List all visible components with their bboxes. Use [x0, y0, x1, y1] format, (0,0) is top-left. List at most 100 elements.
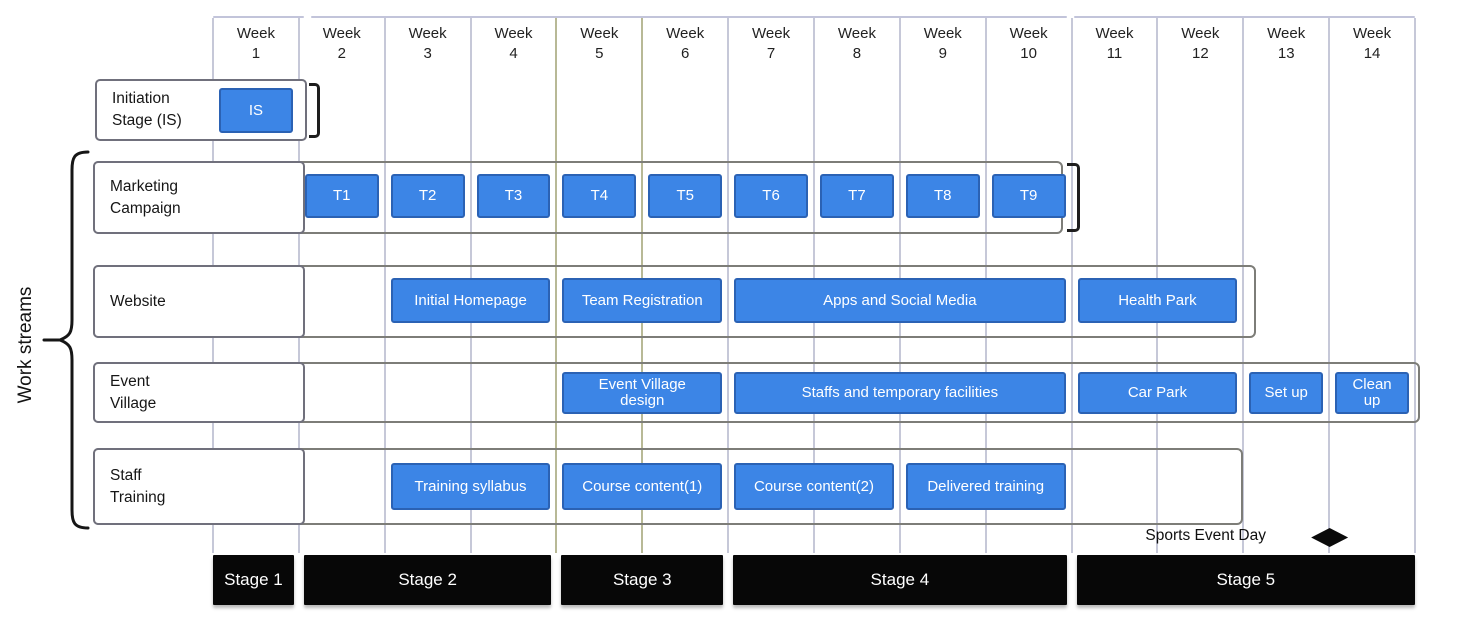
- gantt-bar-label: Course content(1): [582, 477, 703, 495]
- gantt-bar-label: Event Village design: [598, 376, 686, 409]
- week-word: Week: [1181, 25, 1220, 42]
- grid-line: [1328, 18, 1331, 553]
- week-number: 13: [1277, 44, 1295, 62]
- week-number: 7: [766, 44, 776, 62]
- grid-line: [1414, 18, 1416, 553]
- week-number: 8: [852, 44, 862, 62]
- week-number: 5: [595, 44, 604, 62]
- stage-segment: Stage 3: [561, 555, 724, 605]
- gantt-bar: T6: [734, 174, 808, 218]
- week-number: 4: [509, 44, 518, 62]
- week-word: Week: [494, 25, 533, 42]
- workstream-label: Initiation Stage (IS): [112, 90, 182, 129]
- week-header: Week 10: [986, 24, 1072, 63]
- header-top-border: [1074, 16, 1415, 18]
- grid-line: [383, 18, 386, 553]
- workstream-label: Staff Training: [110, 466, 166, 506]
- week-number: 12: [1192, 44, 1209, 62]
- week-header: Week 11: [1072, 24, 1158, 63]
- week-number: 10: [1020, 44, 1037, 62]
- gantt-bar: Delivered training: [905, 463, 1066, 510]
- grid-line: [1070, 18, 1073, 553]
- week-number: 9: [938, 44, 947, 62]
- week-number: 3: [423, 44, 432, 62]
- workstream-label-box: Marketing Campaign: [93, 161, 305, 234]
- week-word: Week: [1009, 25, 1048, 42]
- gantt-bar: T5: [648, 174, 723, 218]
- stage-label: Stage 3: [612, 570, 672, 589]
- gantt-bar: T3: [476, 174, 551, 218]
- stage-label: Stage 4: [870, 570, 930, 589]
- milestone-label: Sports Event Day: [1145, 527, 1266, 544]
- workstream-label-box: Event Village: [93, 362, 305, 423]
- gantt-bar-label: T7: [848, 187, 866, 205]
- gantt-bar: T4: [562, 174, 637, 218]
- week-number: 1: [251, 44, 261, 62]
- week-word: Week: [666, 25, 705, 42]
- week-word: Week: [322, 25, 361, 42]
- stage-segment: Stage 2: [303, 555, 552, 605]
- week-header: Week 13: [1243, 24, 1329, 63]
- gantt-bar-label: T2: [418, 187, 437, 205]
- grid-line: [727, 18, 730, 553]
- header-top-border: [213, 16, 304, 18]
- gantt-bar-label: Team Registration: [581, 291, 703, 309]
- week-number: 2: [337, 44, 346, 62]
- week-number: 11: [1106, 44, 1123, 62]
- gantt-bar-label: IS: [248, 101, 264, 119]
- gantt-bar-label: Delivered training: [927, 477, 1045, 495]
- gantt-bar-label: Apps and Social Media: [823, 291, 977, 309]
- gantt-bar-label: Staffs and temporary facilities: [801, 384, 999, 402]
- week-header: Week 4: [471, 24, 557, 63]
- stage-segment: Stage 1: [213, 555, 294, 605]
- week-word: Week: [1353, 25, 1392, 42]
- row-end-bracket: [309, 83, 320, 138]
- stage-segment: Stage 4: [733, 555, 1067, 605]
- gantt-bar-label: T3: [504, 187, 523, 205]
- work-streams-brace: [42, 150, 90, 530]
- gantt-bar-label: T5: [676, 187, 694, 205]
- workstream-label: Marketing Campaign: [110, 177, 181, 217]
- row-end-bracket: [1067, 163, 1080, 232]
- gantt-bar-label: Health Park: [1118, 291, 1197, 309]
- week-word: Week: [408, 25, 447, 42]
- gantt-bar: T8: [905, 174, 980, 218]
- gantt-bar-label: Set up: [1264, 384, 1308, 402]
- gantt-bar: Health Park: [1077, 278, 1238, 323]
- y-axis-label: Work streams: [15, 286, 36, 404]
- grid-line: [1242, 18, 1245, 553]
- gantt-bar-label: Course content(2): [753, 477, 875, 495]
- week-header: Week 12: [1157, 24, 1243, 63]
- gantt-bar-label: T6: [762, 187, 780, 205]
- week-header: Week 2: [299, 24, 385, 63]
- gantt-bar-label: Clean up: [1352, 376, 1392, 409]
- gantt-bar-label: Initial Homepage: [414, 291, 527, 309]
- week-word: Week: [1095, 25, 1134, 42]
- week-word: Week: [752, 25, 791, 42]
- gantt-bar: Course content(2): [734, 463, 894, 510]
- gantt-bar: Car Park: [1077, 372, 1238, 414]
- week-word: Week: [837, 25, 876, 42]
- workstream-label-box: Staff Training: [93, 448, 305, 525]
- gantt-bar: T7: [820, 174, 894, 218]
- gantt-bar: Clean up: [1335, 372, 1409, 414]
- gantt-bar-label: T8: [934, 187, 952, 205]
- week-number: 14: [1363, 44, 1381, 62]
- workstream-label-box: Website: [93, 265, 305, 338]
- gantt-bar: Initial Homepage: [390, 278, 551, 323]
- gantt-bar: Apps and Social Media: [734, 278, 1066, 323]
- week-header: Week 8: [814, 24, 900, 63]
- gantt-bar: IS: [219, 88, 293, 133]
- week-word: Week: [1267, 25, 1306, 42]
- stage-label: Stage 2: [398, 570, 457, 589]
- week-header: Week 3: [385, 24, 471, 63]
- week-header: Week 14: [1329, 24, 1415, 63]
- gantt-bar: Event Village design: [562, 372, 723, 414]
- gantt-bar-label: T1: [333, 187, 351, 205]
- stage-segment: Stage 5: [1076, 555, 1415, 605]
- milestone-diamond: [1311, 528, 1349, 547]
